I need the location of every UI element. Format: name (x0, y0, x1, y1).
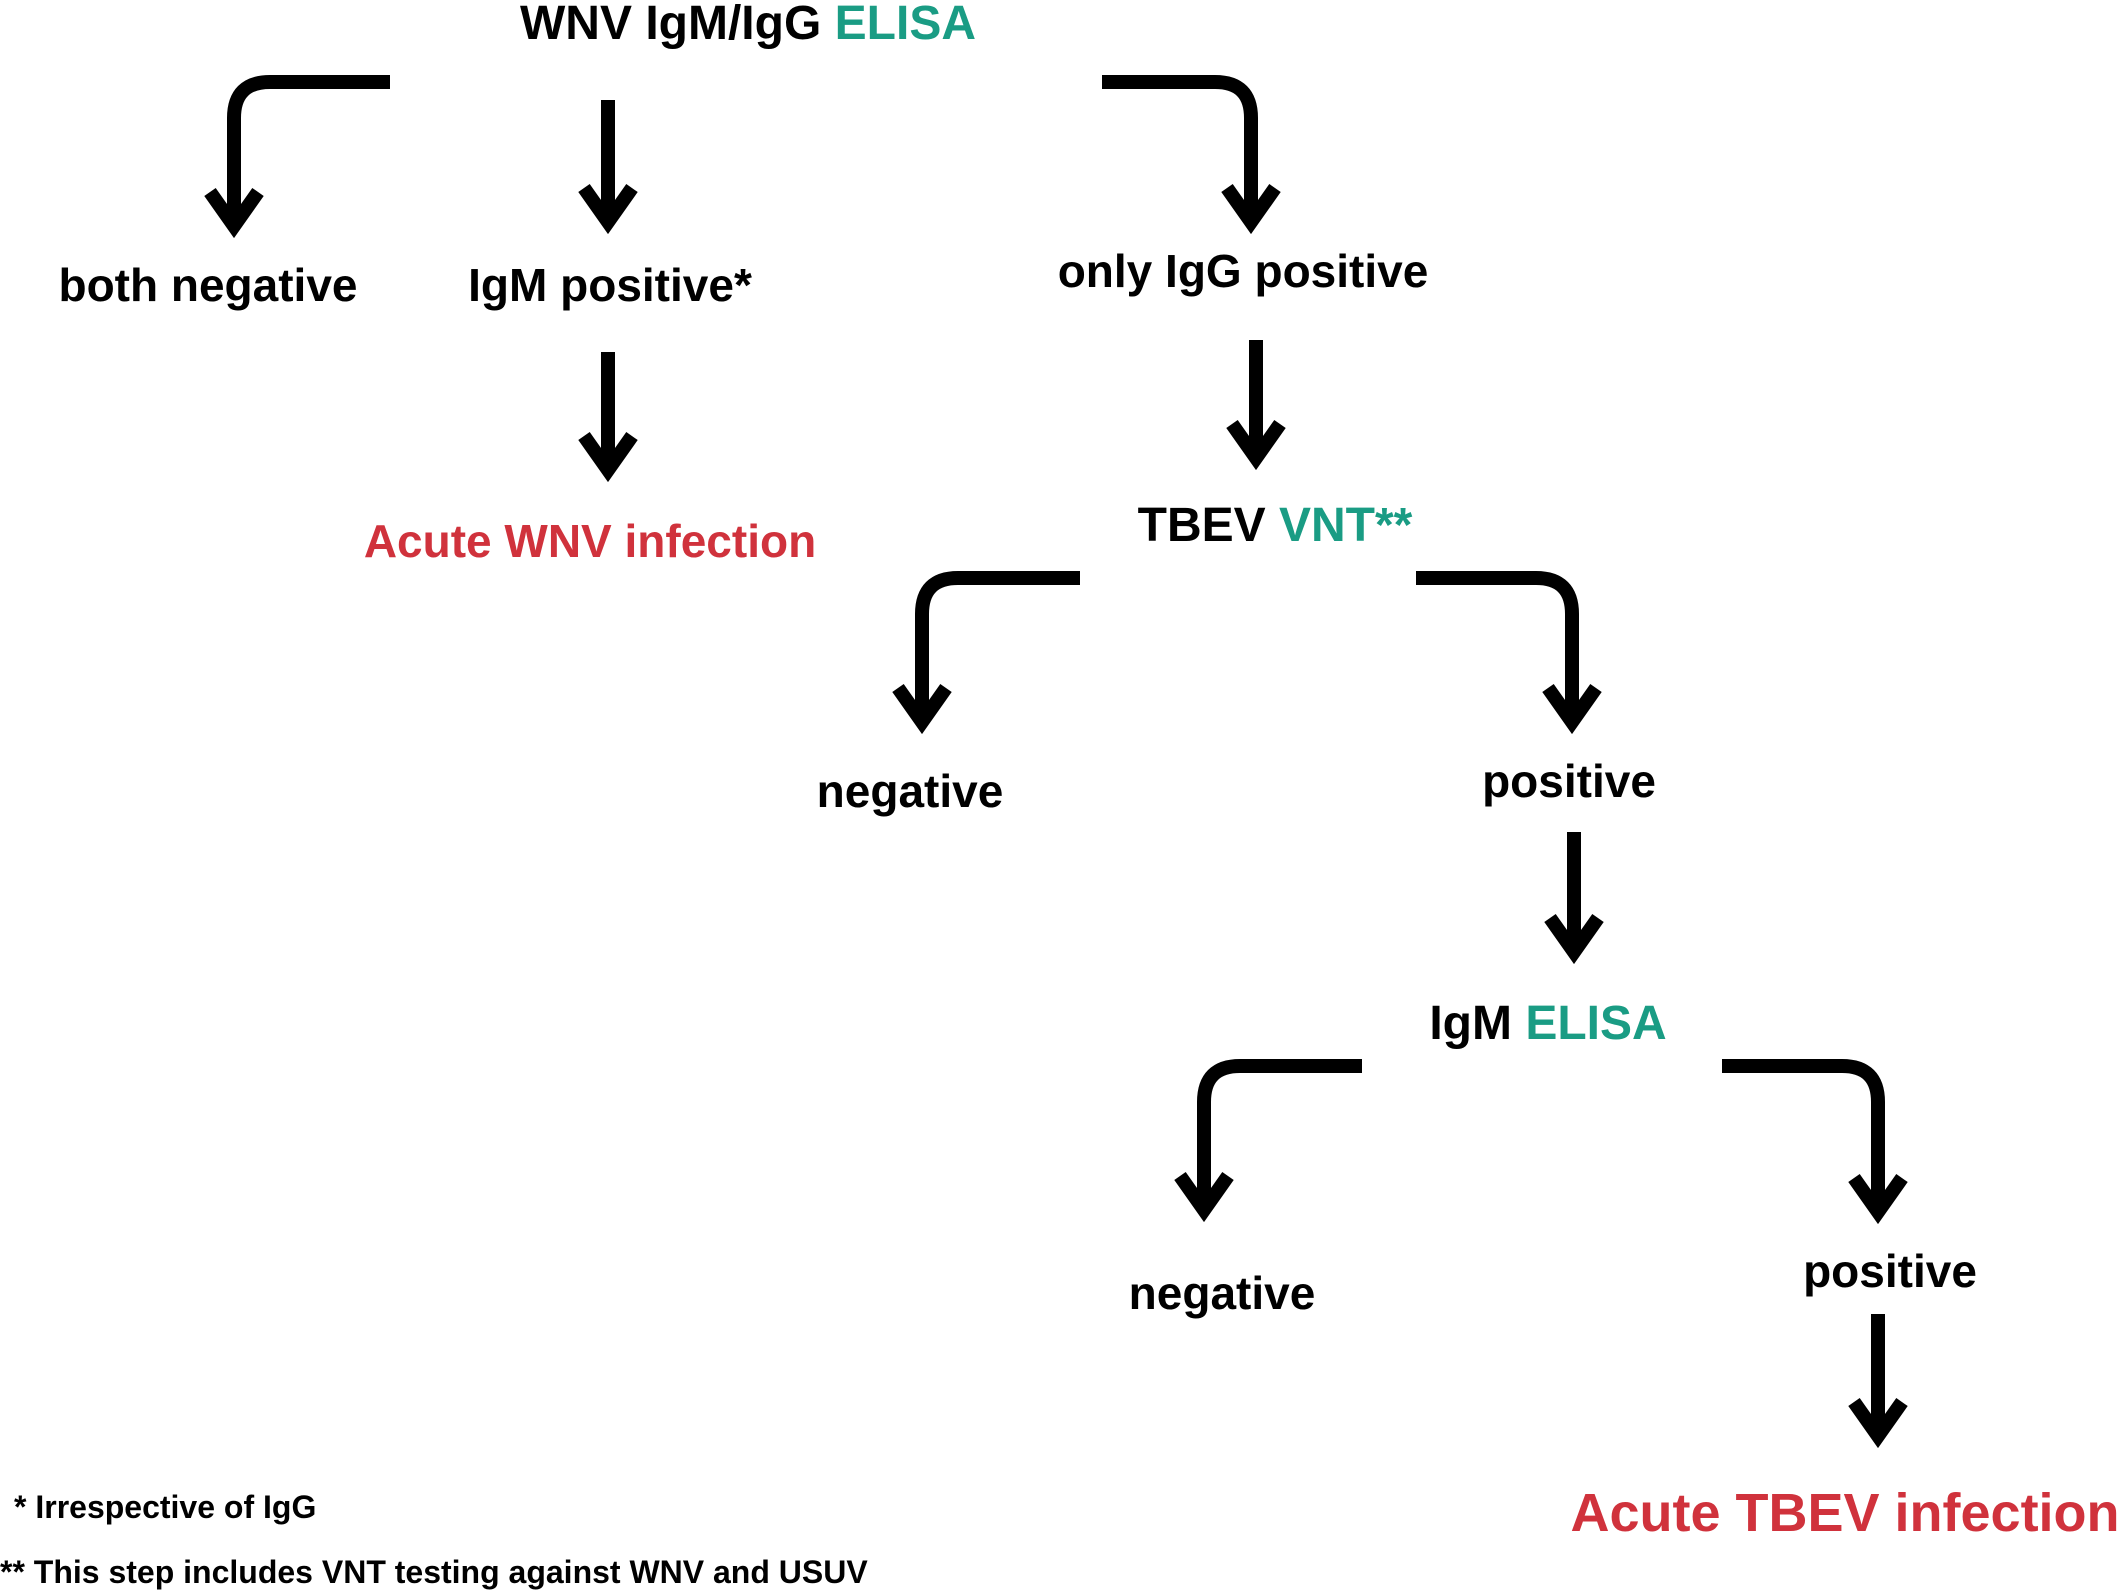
elisa-positive-node: positive (1803, 1245, 1977, 1297)
arrow-vnt-to-positive-head (1542, 683, 1602, 735)
arrow-root-to-only-igg-head (1221, 183, 1281, 235)
arrow-root-to-only-igg-shaft (1102, 75, 1258, 216)
arrow-elisa-to-positive-head (1848, 1173, 1908, 1225)
tbev-vnt-name: TBEV (1137, 499, 1266, 552)
both-negative-node: both negative (58, 259, 358, 311)
root-node-method: ELISA (834, 0, 976, 50)
footnote-2: ** This step includes VNT testing agains… (0, 1554, 868, 1590)
arrow-vnt-to-negative-shaft (915, 571, 1080, 716)
arrow-elisa-positive-to-acute-tbev-head (1848, 1397, 1908, 1449)
tbev-vnt-node: TBEV VNT** (1138, 502, 1413, 550)
arrow-vnt-positive-to-igm-elisa-head (1544, 913, 1604, 965)
vnt-negative-node: negative (816, 765, 1004, 817)
arrow-vnt-to-positive-shaft (1416, 571, 1579, 716)
igm-elisa-name: IgM (1429, 997, 1512, 1050)
arrow-elisa-to-negative-head (1174, 1171, 1234, 1223)
vnt-positive-node: positive (1482, 755, 1656, 807)
arrow-vnt-to-negative-head (892, 683, 952, 735)
footnote-1: * Irrespective of IgG (14, 1489, 317, 1525)
arrow-only-igg-to-tbev-vnt-head (1226, 419, 1286, 471)
elisa-negative-node: negative (1128, 1267, 1316, 1319)
root-node: WNV IgM/IgG ELISA (520, 0, 976, 48)
acute-tbev-result: Acute TBEV infection (1570, 1483, 2120, 1543)
arrow-elisa-to-negative-shaft (1197, 1059, 1362, 1204)
arrow-root-to-both-negative-shaft (227, 75, 390, 220)
arrow-root-to-igm-positive-head (578, 183, 638, 235)
arrow-igm-positive-to-acute-wnv-head (578, 431, 638, 483)
only-igg-positive-node: only IgG positive (1057, 245, 1429, 297)
igm-elisa-method: ELISA (1525, 997, 1667, 1050)
root-node-name: WNV IgM/IgG (520, 0, 822, 50)
tbev-vnt-method: VNT** (1279, 499, 1413, 552)
arrow-root-to-both-negative-head (204, 187, 264, 239)
arrow-elisa-to-positive-shaft (1722, 1059, 1885, 1206)
igm-positive-node: IgM positive* (468, 259, 752, 311)
igm-elisa-node: IgM ELISA (1429, 1000, 1666, 1048)
acute-wnv-result: Acute WNV infection (363, 515, 817, 567)
